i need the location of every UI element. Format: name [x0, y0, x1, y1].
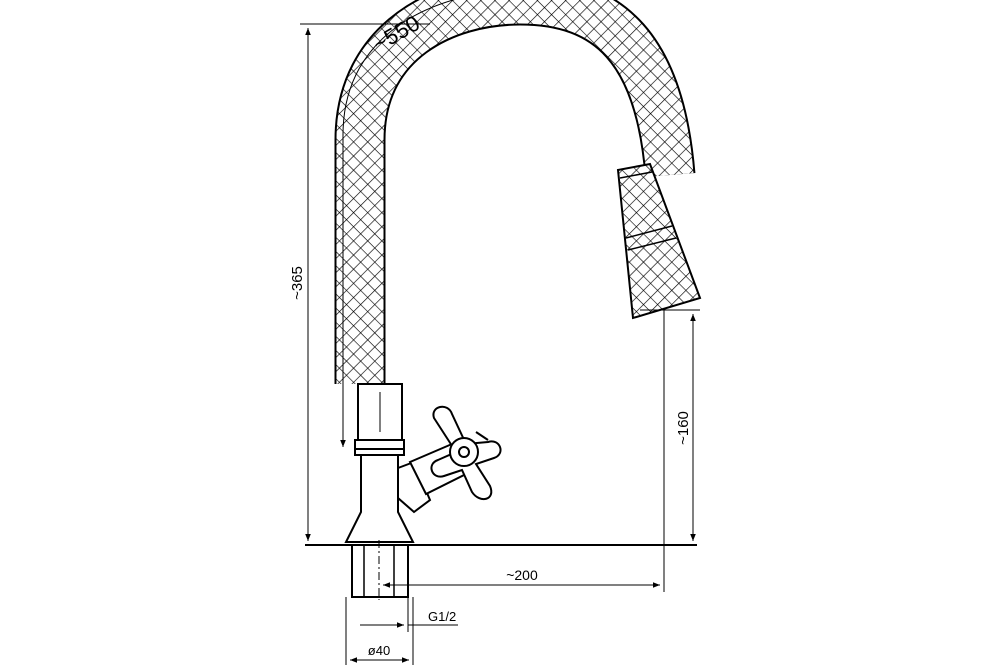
reach-dimension: ~200: [383, 310, 665, 592]
thread-callout: G1/2: [360, 597, 458, 632]
spray-head: [616, 162, 702, 320]
diameter-label: ø40: [368, 643, 390, 658]
spout-height-dimension: ~160: [640, 309, 700, 541]
spout-height-label: ~160: [675, 411, 692, 445]
reach-label: ~200: [506, 567, 538, 583]
diameter-dimension: ø40: [345, 597, 414, 665]
mounting-shank: [351, 540, 409, 600]
thread-label: G1/2: [428, 609, 456, 624]
height-label: ~365: [289, 266, 306, 300]
faucet-body: [344, 383, 502, 543]
